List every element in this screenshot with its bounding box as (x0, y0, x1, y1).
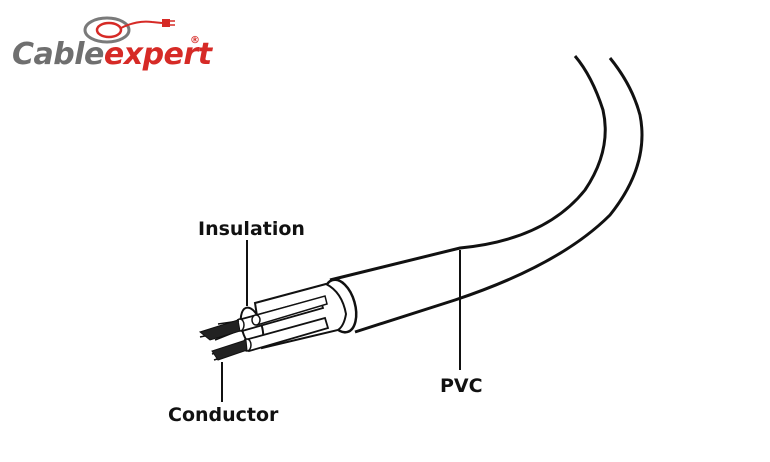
pvc-jacket-bottom-edge (354, 57, 644, 334)
brand-name-part2: expert (104, 37, 212, 72)
registered-mark: ® (190, 35, 200, 46)
brand-name-part1: Cable (12, 37, 104, 72)
conductor-label: Conductor (168, 404, 279, 426)
pvc-label: PVC (440, 375, 483, 397)
insulation-label: Insulation (198, 218, 305, 240)
pvc-jacket-fill (330, 55, 642, 332)
brand-name-xpert: xpert (123, 37, 212, 72)
logo-plug-icon (162, 19, 170, 27)
logo-swoosh-inner-icon (95, 21, 123, 39)
conductor-tuft-upper (198, 319, 241, 341)
brand-name-e: e (103, 37, 124, 72)
wire-end-upper-2 (251, 314, 261, 326)
pvc-jacket-top-edge (329, 55, 607, 282)
brand-name: Cableexpert (12, 38, 212, 72)
logo-swoosh-outer-icon (83, 16, 131, 44)
conductor-tuft-lower (211, 339, 248, 361)
logo-cord-icon (120, 20, 163, 29)
cablexpert-logo-icon (83, 16, 175, 44)
